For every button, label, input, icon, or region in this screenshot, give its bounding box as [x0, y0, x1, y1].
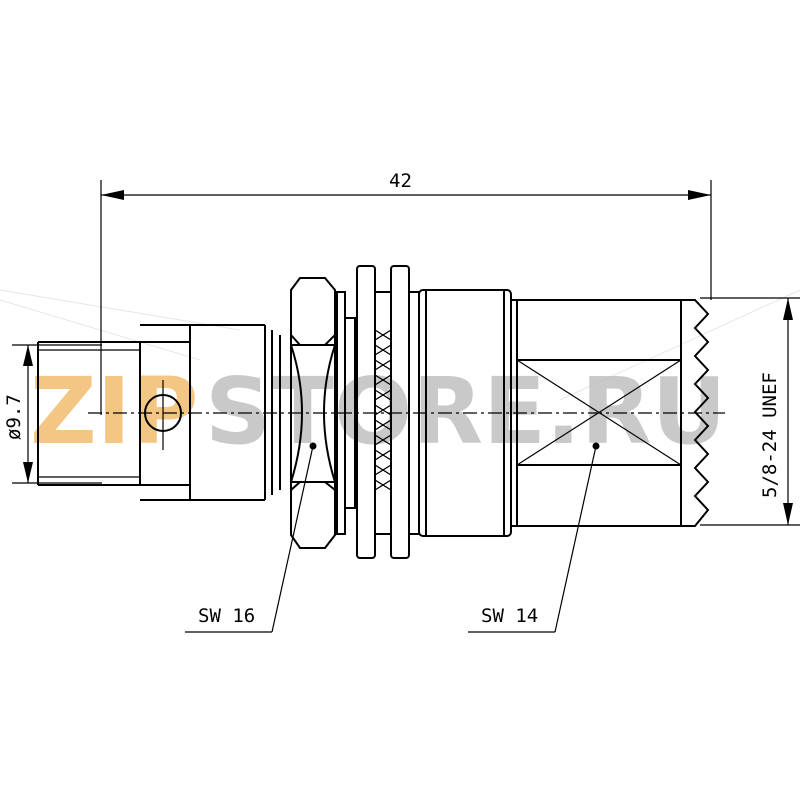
- length-label: 42: [389, 170, 412, 192]
- diameter-dimension: ø9.7: [3, 344, 102, 484]
- callout-sw16-label: SW 16: [198, 605, 255, 627]
- length-dimension: 42: [100, 170, 712, 415]
- watermark-text-zip: ZIP: [30, 358, 198, 465]
- diameter-label: ø9.7: [3, 394, 25, 440]
- watermark: ZIP STORE.RU: [30, 358, 726, 465]
- callout-sw14-label: SW 14: [481, 605, 538, 627]
- watermark-text-store: STORE.RU: [205, 358, 726, 465]
- callout-sw14: SW 14: [468, 442, 600, 633]
- thread-label: 5/8-24 UNEF: [759, 372, 781, 498]
- thread-dimension: 5/8-24 UNEF: [700, 297, 800, 526]
- callout-sw16: SW 16: [185, 442, 317, 633]
